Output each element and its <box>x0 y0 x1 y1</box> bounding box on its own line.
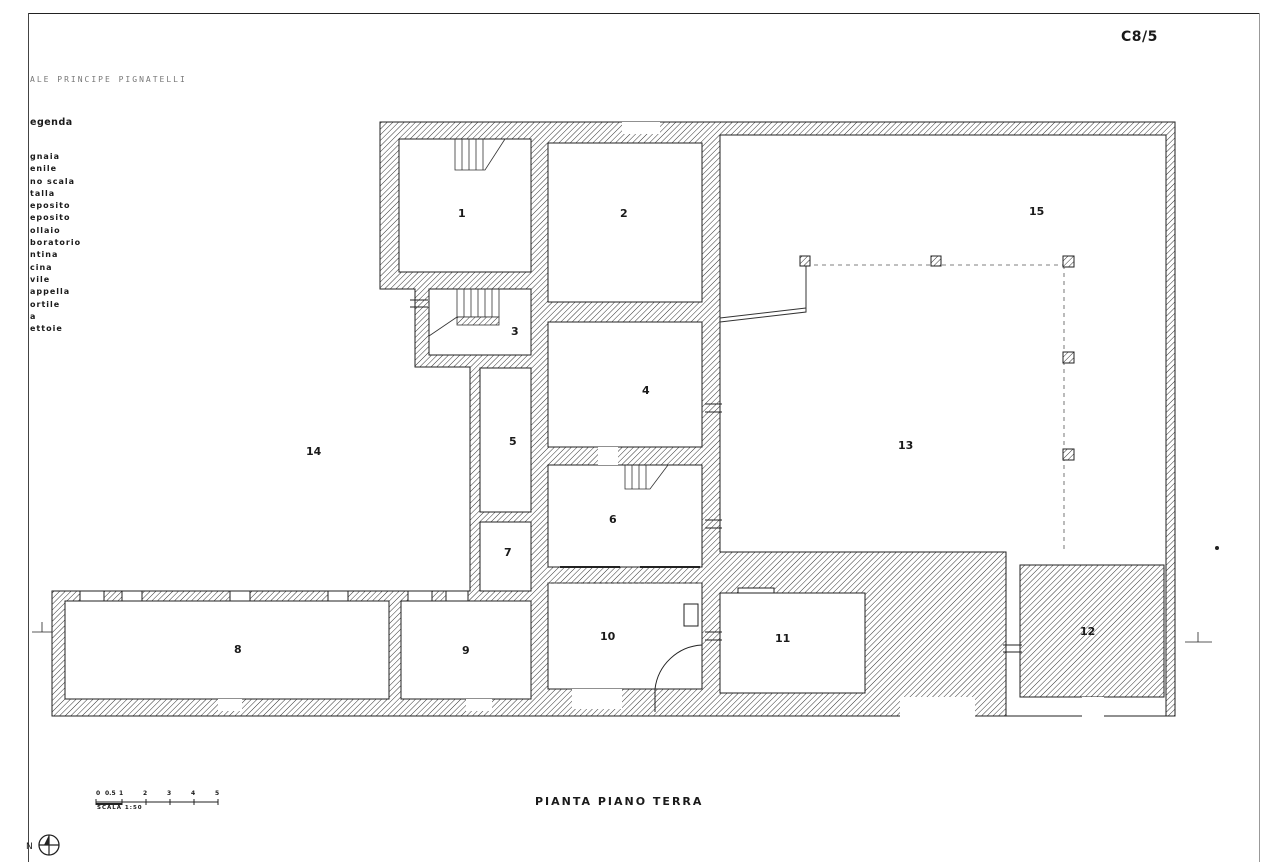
room-label-11: 11 <box>775 632 791 645</box>
scale-tick: 2 <box>143 790 148 797</box>
legend-item: enile <box>30 164 58 174</box>
staircase-room-3 <box>428 288 500 337</box>
north-letter: N <box>26 842 33 852</box>
north-arrow-icon <box>38 834 60 856</box>
portico-room-15 <box>719 262 807 323</box>
scale-tick: 3 <box>167 790 172 797</box>
room-label-4: 4 <box>642 384 650 397</box>
scale-tick: 4 <box>191 790 196 797</box>
legend-item: cina <box>30 262 53 272</box>
room-label-15: 15 <box>1029 205 1045 218</box>
legend-item: vile <box>30 274 51 284</box>
section-marks <box>32 622 1212 643</box>
legend-item: eposito <box>30 213 71 223</box>
legend-item: ortile <box>30 299 61 309</box>
legend-list: gnaia enile no scala talla eposito eposi… <box>30 151 81 335</box>
scale-tick: 0.5 <box>105 790 116 797</box>
room-label-12: 12 <box>1080 625 1096 638</box>
fixture-room-10 <box>683 603 699 627</box>
legend-item: talla <box>30 188 56 198</box>
drawing-title: PIANTA PIANO TERRA <box>535 795 704 808</box>
sheet-code: C8/5 <box>1121 29 1158 45</box>
room-label-6: 6 <box>609 513 617 526</box>
room-label-1: 1 <box>458 207 466 220</box>
room-label-7: 7 <box>504 546 512 559</box>
building-walls <box>51 121 1176 717</box>
room-label-3: 3 <box>511 325 519 338</box>
room-label-9: 9 <box>462 644 470 657</box>
room-label-5: 5 <box>509 435 517 448</box>
door-swing-room-10 <box>654 644 703 712</box>
staircase-room-6 <box>624 464 669 490</box>
sheet-frame-right <box>1259 13 1260 862</box>
sheet-header: ALE PRINCIPE PIGNATELLI <box>30 75 187 84</box>
room-label-8: 8 <box>234 643 242 656</box>
scale-tick: 1 <box>119 790 124 797</box>
room-label-14: 14 <box>306 445 322 458</box>
legend-item: no scala <box>30 176 76 186</box>
legend-item: boratorio <box>30 238 82 248</box>
legend-item: ollaio <box>30 225 61 235</box>
legend-item: appella <box>30 287 71 297</box>
scale-tick: 0 <box>96 790 101 797</box>
legend-item: gnaia <box>30 152 60 161</box>
legend-item: a <box>30 311 37 321</box>
pillar-grid-room-13 <box>806 264 1068 552</box>
room-label-13: 13 <box>898 439 914 452</box>
wall-openings <box>218 122 1104 717</box>
room-label-2: 2 <box>620 207 628 220</box>
legend-item: eposito <box>30 201 71 211</box>
door-jambs <box>410 299 1022 653</box>
sheet-frame-left <box>28 13 29 862</box>
scale-bar-graphic <box>95 799 219 805</box>
ink-dot <box>1215 546 1219 550</box>
wall-block-north <box>51 121 1176 717</box>
room-label-10: 10 <box>600 630 616 643</box>
pillars-room-13 <box>799 255 1075 461</box>
legend-item: ntina <box>30 250 59 260</box>
sheet-frame-top <box>28 13 1260 14</box>
legend-item: ettoie <box>30 324 63 334</box>
scale-caption: SCALA 1:50 <box>97 805 143 811</box>
windows <box>79 587 775 602</box>
legend-title: egenda <box>30 117 73 128</box>
staircase-room-1 <box>454 138 506 171</box>
scale-tick: 5 <box>215 790 220 797</box>
